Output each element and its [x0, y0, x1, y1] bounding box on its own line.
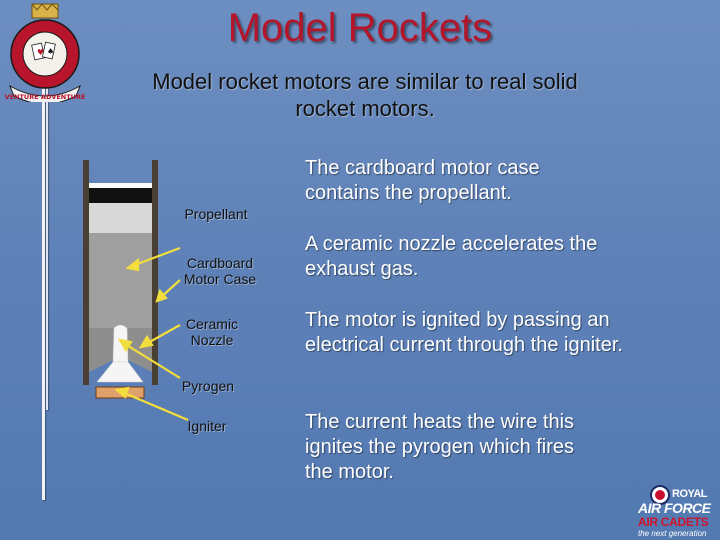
igniter-plug	[95, 386, 145, 399]
label-nozzle: Ceramic Nozzle	[185, 316, 239, 348]
description-nozzle: A ceramic nozzle accelerates the exhaust…	[305, 233, 598, 280]
pointer-nozzle	[145, 324, 181, 345]
motor-case-wall-right	[152, 160, 158, 385]
logo-tagline: the next generation	[638, 529, 707, 538]
label-motor-case: Cardboard Motor Case	[183, 255, 257, 287]
propellant-grain	[89, 203, 152, 233]
svg-text:♠: ♠	[47, 47, 54, 56]
svg-text:VENTURE ADVENTURE: VENTURE ADVENTURE	[5, 93, 86, 101]
pointer-pyrogen	[124, 343, 181, 379]
description-ignition: The motor is ignited by passing an elect…	[305, 309, 623, 356]
motor-cap	[89, 183, 152, 188]
nozzle-throat	[112, 324, 129, 363]
motor-case-wall-left	[83, 160, 89, 385]
raf-roundel-icon	[652, 487, 668, 503]
svg-text:♥: ♥	[37, 48, 44, 57]
air-cadets-logo: ROYAL AIR FORCE AIR CADETS the next gene…	[630, 480, 720, 540]
label-pyrogen: Pyrogen	[181, 378, 235, 394]
left-bar-inner	[46, 70, 48, 410]
label-propellant: Propellant	[184, 206, 248, 222]
propellant-core	[89, 233, 152, 328]
squadron-crest-icon: ♥ ♠ VENTURE ADVENTURE	[5, 3, 86, 102]
motor-delay	[89, 188, 152, 203]
pointer-igniter	[121, 390, 189, 422]
logo-air-force: AIR FORCE	[638, 500, 711, 516]
slide-subtitle: Model rocket motors are similar to real …	[152, 69, 578, 121]
label-igniter: Igniter	[187, 418, 227, 434]
logo-air-cadets: AIR CADETS	[638, 515, 709, 529]
left-bar-outer	[42, 70, 45, 500]
ceramic-nozzle-shape	[89, 328, 115, 372]
logo-royal: ROYAL	[672, 488, 708, 500]
pyrogen-shape	[96, 361, 144, 383]
description-motor-case: The cardboard motor case contains the pr…	[305, 157, 540, 204]
slide-title: Model Rockets	[227, 6, 493, 50]
description-pyrogen: The current heats the wire this ignites …	[305, 411, 575, 483]
